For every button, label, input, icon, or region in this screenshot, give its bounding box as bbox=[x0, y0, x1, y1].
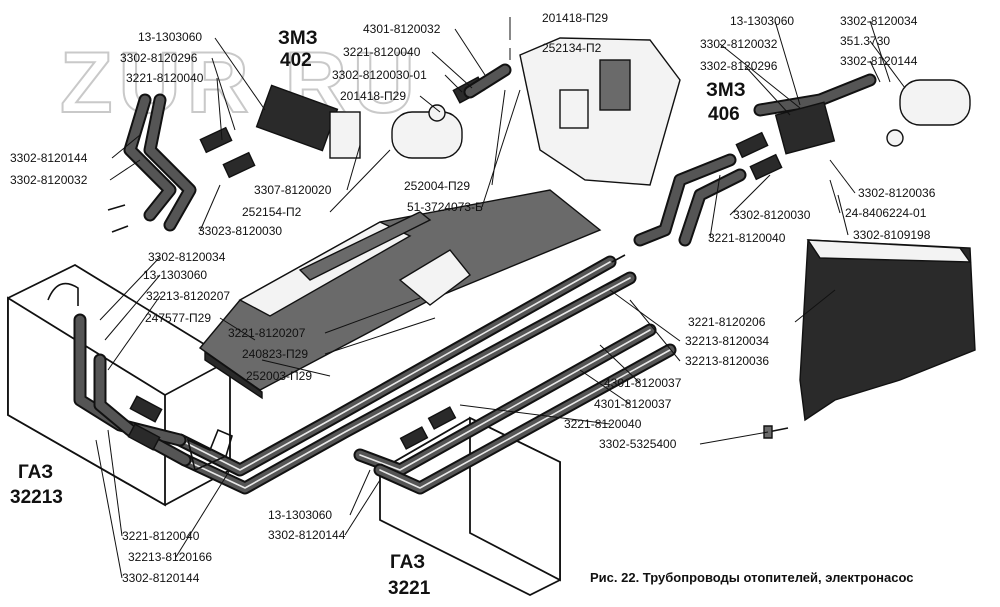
part-label: 3302-8120030 bbox=[733, 208, 811, 222]
vehicle-title-gaz3221: ГАЗ 3221 bbox=[388, 552, 431, 599]
pipe-bundle-main bbox=[173, 255, 677, 495]
part-label: 3302-5325400 bbox=[599, 437, 677, 451]
zmz406-line1: ЗМЗ bbox=[706, 80, 746, 101]
engine-block bbox=[519, 37, 681, 186]
part-label: 33023-8120030 bbox=[198, 224, 282, 238]
part-label: 252134-П2 bbox=[542, 41, 602, 55]
figure-caption: Рис. 22. Трубопроводы отопителей, электр… bbox=[590, 570, 913, 585]
part-label: 4301-8120037 bbox=[594, 397, 672, 411]
zmz402-heater-assembly bbox=[123, 63, 512, 232]
heater-shroud-right bbox=[799, 239, 976, 422]
gaz3221-line2: 3221 bbox=[388, 578, 431, 599]
part-label: 252004-П29 bbox=[404, 179, 470, 193]
engine-title-zmz402: ЗМЗ 402 bbox=[278, 28, 318, 71]
part-label: 24-8406224-01 bbox=[845, 206, 927, 220]
part-label: 13-1303060 bbox=[138, 30, 202, 44]
zmz402-line1: ЗМЗ bbox=[278, 28, 318, 49]
part-label: 3221-8120206 bbox=[688, 315, 766, 329]
part-label: 4301-8120037 bbox=[604, 376, 682, 390]
zmz406-heater-assembly bbox=[633, 73, 971, 247]
part-label: 3302-8120144 bbox=[122, 571, 200, 585]
part-label: 3221-8120040 bbox=[343, 45, 421, 59]
part-label: 252003-П29 bbox=[246, 369, 312, 383]
part-label: 32213-8120036 bbox=[685, 354, 769, 368]
part-label: 32213-8120207 bbox=[146, 289, 230, 303]
part-label: 3302-8120036 bbox=[858, 186, 936, 200]
part-label: 201418-П29 bbox=[542, 11, 608, 25]
flow-arrows bbox=[107, 204, 626, 286]
part-label: 32213-8120166 bbox=[128, 550, 212, 564]
engine-title-zmz406: ЗМЗ 406 bbox=[706, 80, 746, 125]
part-label: 3302-8120296 bbox=[700, 59, 778, 73]
part-label: 32213-8120034 bbox=[685, 334, 769, 348]
part-label: 252154-П2 bbox=[242, 205, 302, 219]
floor-tunnel-cover bbox=[198, 189, 602, 400]
gaz3221-line1: ГАЗ bbox=[390, 552, 425, 573]
vehicle-title-gaz32213: ГАЗ 32213 bbox=[10, 462, 63, 508]
part-label: 240823-П29 bbox=[242, 347, 308, 361]
part-label: 3302-8120144 bbox=[268, 528, 346, 542]
zmz402-line2: 402 bbox=[280, 50, 312, 71]
gaz32213-line2: 32213 bbox=[10, 487, 63, 508]
part-label: 3221-8120040 bbox=[708, 231, 786, 245]
part-label: 3221-8120040 bbox=[126, 71, 204, 85]
part-label: 3307-8120020 bbox=[254, 183, 332, 197]
part-label: 13-1303060 bbox=[143, 268, 207, 282]
part-label: 4301-8120032 bbox=[363, 22, 441, 36]
part-label: 3302-8120034 bbox=[840, 14, 918, 28]
part-label: 3302-8120032 bbox=[700, 37, 778, 51]
part-label: 3221-8120040 bbox=[122, 529, 200, 543]
part-label: 247577-П29 bbox=[145, 311, 211, 325]
part-label: 3302-8120034 bbox=[148, 250, 226, 264]
part-label: 3221-8120040 bbox=[564, 417, 642, 431]
part-label: 3302-8120144 bbox=[10, 151, 88, 165]
part-label: 351.3730 bbox=[840, 34, 890, 48]
part-label: 201418-П29 bbox=[340, 89, 406, 103]
part-label: 3302-8120144 bbox=[840, 54, 918, 68]
part-label: 3302-8109198 bbox=[853, 228, 931, 242]
part-label: 3302-8120032 bbox=[10, 173, 88, 187]
part-label: 3221-8120207 bbox=[228, 326, 306, 340]
part-label: 13-1303060 bbox=[268, 508, 332, 522]
part-label: 51-3724073-Б bbox=[407, 200, 483, 214]
part-label: 13-1303060 bbox=[730, 14, 794, 28]
gaz32213-line1: ГАЗ bbox=[18, 462, 53, 483]
part-label: 3302-8120296 bbox=[120, 51, 198, 65]
pipe-bracket-left bbox=[186, 428, 233, 472]
leader-lines bbox=[95, 17, 906, 579]
zmz406-line2: 406 bbox=[708, 104, 740, 125]
part-labels: 13-1303060 3302-8120296 3221-8120040 430… bbox=[10, 11, 936, 585]
part-label: 3302-8120030-01 bbox=[332, 68, 427, 82]
